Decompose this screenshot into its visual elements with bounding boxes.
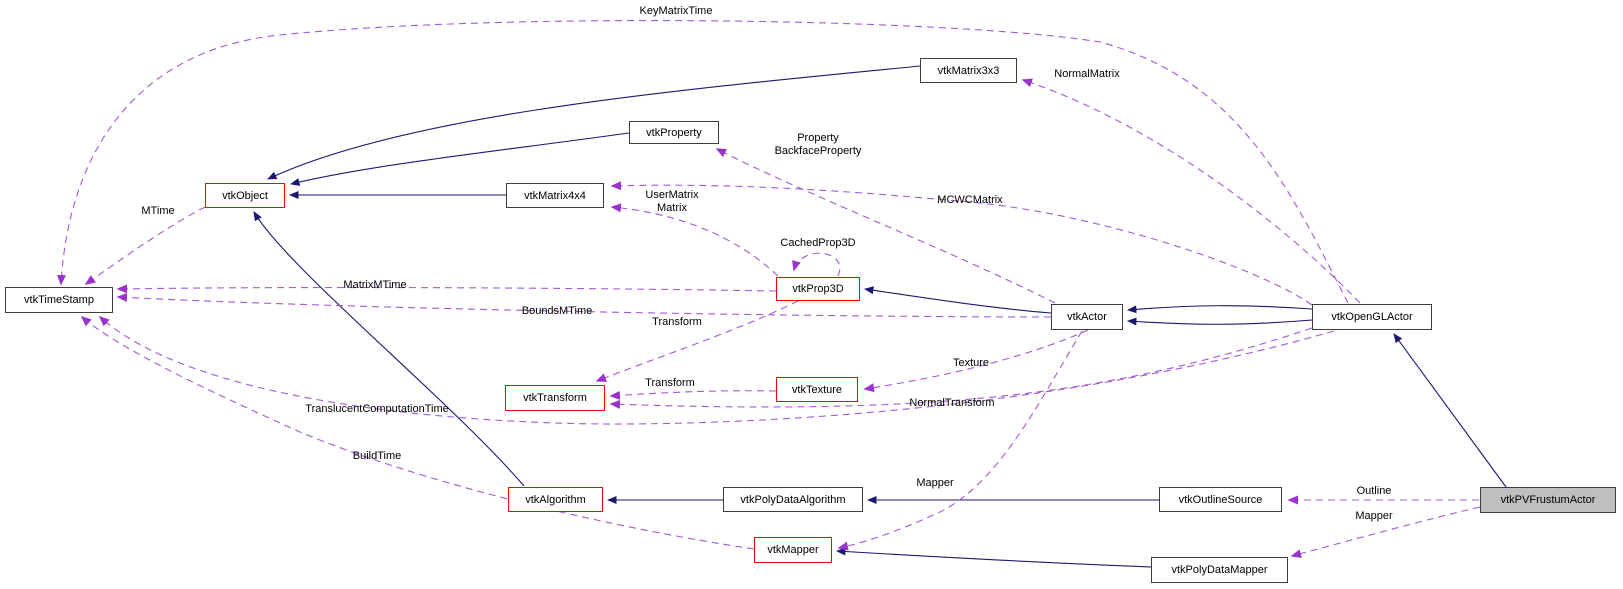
edge-label-transform-prop3d: Transform <box>652 316 702 328</box>
node-vtkActor[interactable]: vtkActor <box>1051 304 1123 330</box>
edge-usage-matrixmtime <box>116 284 777 294</box>
edge-label-outline: Outline <box>1356 485 1392 497</box>
edge-label-transform-texture: Transform <box>645 377 695 389</box>
edge-usage-property-backface <box>715 148 1056 304</box>
node-vtkMatrix4x4[interactable]: vtkMatrix4x4 <box>506 183 604 208</box>
edge-label-mapper-actor: Mapper <box>916 477 954 489</box>
edge-inherit-polydatamapper-mapper <box>836 547 1152 568</box>
edge-label-boundsmtime: BoundsMTime <box>521 305 593 317</box>
node-vtkObject[interactable]: vtkObject <box>205 183 285 208</box>
edge-inherit-pvfrustumactor-openglactor <box>1393 333 1507 488</box>
edge-inherit-openglactor-actor-2 <box>1127 317 1313 326</box>
edge-usage-mapper-frustum <box>1290 506 1481 559</box>
node-vtkOpenGLActor[interactable]: vtkOpenGLActor <box>1312 304 1432 330</box>
edge-usage-mtime <box>84 206 206 285</box>
edge-usage-keymatrixtime <box>57 20 1349 304</box>
edge-inherit-actor-prop3d <box>864 286 1052 314</box>
edge-label-mapper-frustum: Mapper <box>1355 510 1393 522</box>
edge-label-mcwcmatrix: MCWCMatrix <box>937 194 1003 206</box>
edge-label-texture: Texture <box>952 357 990 369</box>
node-vtkProp3D[interactable]: vtkProp3D <box>776 277 860 301</box>
edge-label-buildtime: BuildTime <box>352 450 402 462</box>
node-vtkTexture[interactable]: vtkTexture <box>776 377 858 402</box>
edge-usage-mapper-actor <box>837 330 1083 551</box>
edge-label-keymatrixtime: KeyMatrixTime <box>639 5 713 17</box>
edge-usage-cachedprop3d-loop <box>792 252 841 277</box>
edge-usage-normalmatrix <box>1021 78 1361 304</box>
edge-label-normalmatrix: NormalMatrix <box>1054 68 1120 80</box>
edge-inherit-property-object <box>290 132 630 186</box>
edge-label-matrix: Matrix <box>657 202 687 214</box>
edge-label-normaltransform: NormalTransform <box>909 397 995 409</box>
node-vtkProperty[interactable]: vtkProperty <box>629 121 719 144</box>
edge-label-usermatrix-matrix: UserMatrix Matrix <box>645 189 698 215</box>
node-vtkTimeStamp[interactable]: vtkTimeStamp <box>5 287 113 313</box>
edge-usage-normaltransform <box>609 327 1313 409</box>
edge-usage-boundsmtime <box>116 292 1052 318</box>
node-vtkPVFrustumActor-current: vtkPVFrustumActor <box>1480 487 1616 513</box>
edge-usage-usermatrix-matrix <box>610 203 779 277</box>
node-vtkOutlineSource[interactable]: vtkOutlineSource <box>1159 487 1282 512</box>
edge-label-matrixmtime: MatrixMTime <box>343 279 407 291</box>
node-vtkAlgorithm[interactable]: vtkAlgorithm <box>508 487 603 512</box>
edge-label-property: Property <box>797 132 839 144</box>
edge-label-property-backfaceproperty: Property BackfaceProperty <box>775 132 862 158</box>
edge-inherit-algorithm-object <box>253 211 525 487</box>
edge-label-mtime: MTime <box>141 205 175 217</box>
node-vtkMapper[interactable]: vtkMapper <box>754 537 832 563</box>
edge-usage-texture <box>863 329 1089 393</box>
edge-label-backfaceproperty: BackfaceProperty <box>774 145 862 157</box>
node-vtkPolyDataAlgorithm[interactable]: vtkPolyDataAlgorithm <box>723 487 863 512</box>
edge-usage-buildtime <box>80 316 755 550</box>
edge-label-translucentcomputationtime: TranslucentComputationTime <box>305 403 449 415</box>
edge-inherit-openglactor-actor-1 <box>1127 305 1313 314</box>
node-vtkMatrix3x3[interactable]: vtkMatrix3x3 <box>920 58 1017 83</box>
edge-usage-translucentcomputationtime <box>98 315 1335 425</box>
edge-label-cachedprop3d: CachedProp3D <box>780 237 856 249</box>
node-vtkPolyDataMapper[interactable]: vtkPolyDataMapper <box>1151 557 1288 583</box>
edge-label-usermatrix: UserMatrix <box>645 189 699 201</box>
edge-inherit-matrix3x3-object <box>267 65 921 180</box>
edge-usage-transform-prop3d <box>595 300 799 382</box>
node-vtkTransform[interactable]: vtkTransform <box>505 385 605 411</box>
edge-usage-transform-texture <box>609 390 777 400</box>
